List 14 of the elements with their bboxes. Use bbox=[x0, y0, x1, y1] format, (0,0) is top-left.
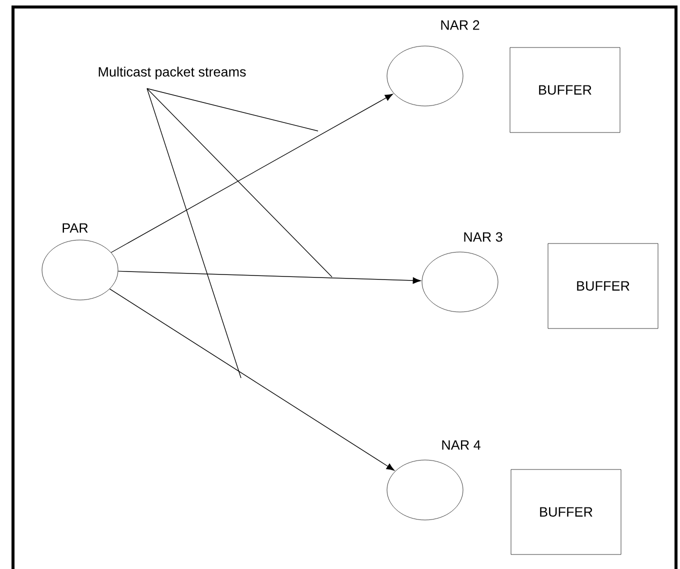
buffer-box: BUFFER bbox=[548, 243, 658, 329]
arrow bbox=[118, 270, 421, 284]
leader-line bbox=[146, 88, 332, 278]
node-label: NAR 3 bbox=[464, 232, 502, 242]
node-label: NAR 2 bbox=[441, 20, 480, 30]
buffer-box: BUFFER bbox=[510, 47, 620, 133]
node-label: PAR bbox=[62, 223, 88, 233]
buffer-box: BUFFER bbox=[510, 469, 622, 555]
leader-line bbox=[146, 88, 242, 378]
arrow bbox=[109, 288, 394, 471]
arrow bbox=[110, 94, 394, 253]
caption-text: Multicast packet streams bbox=[98, 66, 246, 80]
node-label: NAR 4 bbox=[442, 440, 480, 450]
leader-line bbox=[146, 88, 318, 132]
